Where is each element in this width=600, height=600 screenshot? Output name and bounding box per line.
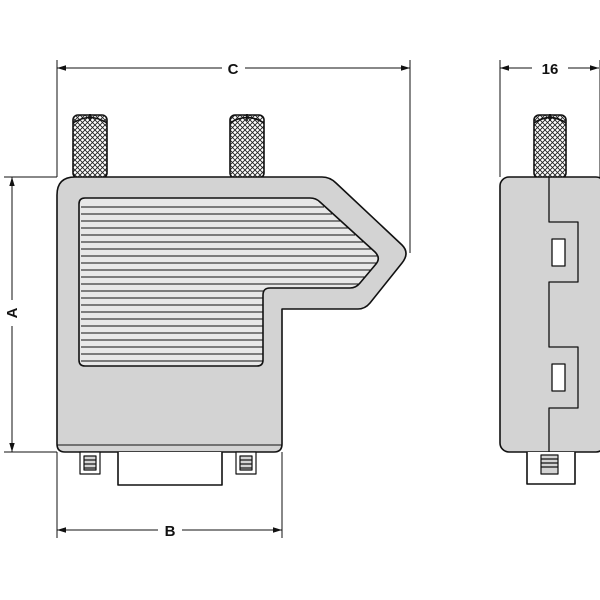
dimension-b-label: B (165, 523, 176, 540)
side-screw (533, 114, 567, 179)
side-jack-screw (540, 454, 559, 475)
grip-panel (78, 197, 380, 367)
dimension-lines (4, 60, 600, 538)
dsub-shell (117, 452, 223, 486)
front-view (56, 114, 407, 486)
left-screw (72, 114, 108, 179)
side-housing (499, 176, 600, 453)
dimension-c-label: C (228, 61, 239, 78)
dimension-width-label: 16 (542, 61, 559, 78)
grip-ribs (81, 206, 377, 362)
right-screw (229, 114, 265, 179)
dimension-a-label: A (4, 307, 21, 318)
side-latch-channel (548, 177, 579, 452)
right-jack-screw (235, 451, 257, 475)
side-latch-window-top (551, 238, 566, 267)
left-jack-screw (79, 451, 101, 475)
side-latch-window-bottom (551, 363, 566, 392)
side-view (499, 114, 600, 485)
